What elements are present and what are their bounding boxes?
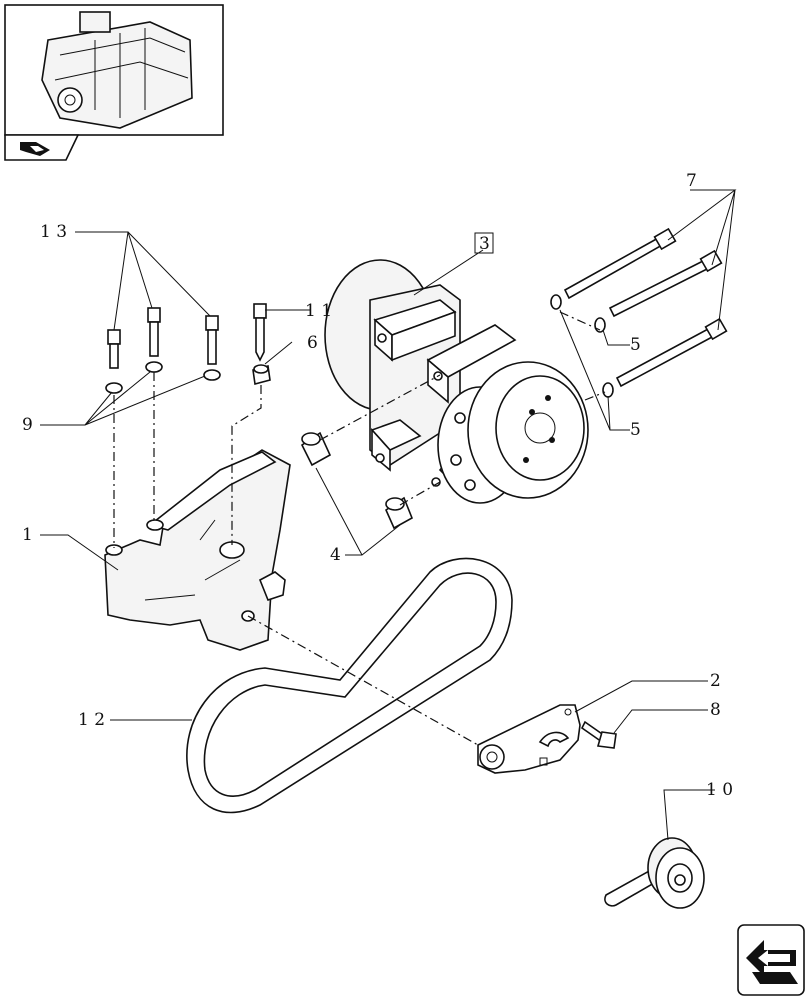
callout-6[interactable]: 6 xyxy=(307,333,318,353)
catalog-book-icon xyxy=(20,142,50,156)
mounting-bracket xyxy=(104,449,291,651)
bushings xyxy=(300,431,414,530)
callout-3-box xyxy=(474,232,494,254)
callout-13[interactable]: 1 3 xyxy=(40,222,67,242)
callout-12[interactable]: 1 2 xyxy=(78,710,105,730)
catalog-tab[interactable] xyxy=(4,134,80,161)
callout-3[interactable]: 3 xyxy=(479,234,490,254)
drive-belt xyxy=(186,557,513,814)
callout-11[interactable]: 1 1 xyxy=(305,301,332,321)
callout-4[interactable]: 4 xyxy=(330,545,341,565)
leader-lines xyxy=(40,189,737,841)
callout-8[interactable]: 8 xyxy=(710,700,721,720)
engine-thumbnail[interactable] xyxy=(4,4,224,136)
callout-1[interactable]: 1 xyxy=(22,525,33,545)
screws xyxy=(105,303,271,394)
idler-pulley xyxy=(604,837,705,909)
tensioner-bolt xyxy=(580,720,617,749)
callout-5-lower[interactable]: 5 xyxy=(630,420,641,440)
callout-2[interactable]: 2 xyxy=(710,671,721,691)
navigate-arrow-icon xyxy=(746,940,798,984)
compressor xyxy=(324,259,589,504)
navigate-button[interactable] xyxy=(737,924,805,996)
callout-9[interactable]: 9 xyxy=(22,415,33,435)
long-bolts xyxy=(563,227,728,388)
callout-10[interactable]: 1 0 xyxy=(706,780,733,800)
engine-thumbnail-icon xyxy=(41,11,193,129)
callout-5-upper[interactable]: 5 xyxy=(630,335,641,355)
washers xyxy=(550,294,614,398)
tensioner-plate xyxy=(477,704,581,774)
callouts: 1 3 9 1 1 6 3 7 5 5 4 1 1 2 2 8 1 0 xyxy=(22,171,733,800)
callout-7[interactable]: 7 xyxy=(686,171,697,191)
